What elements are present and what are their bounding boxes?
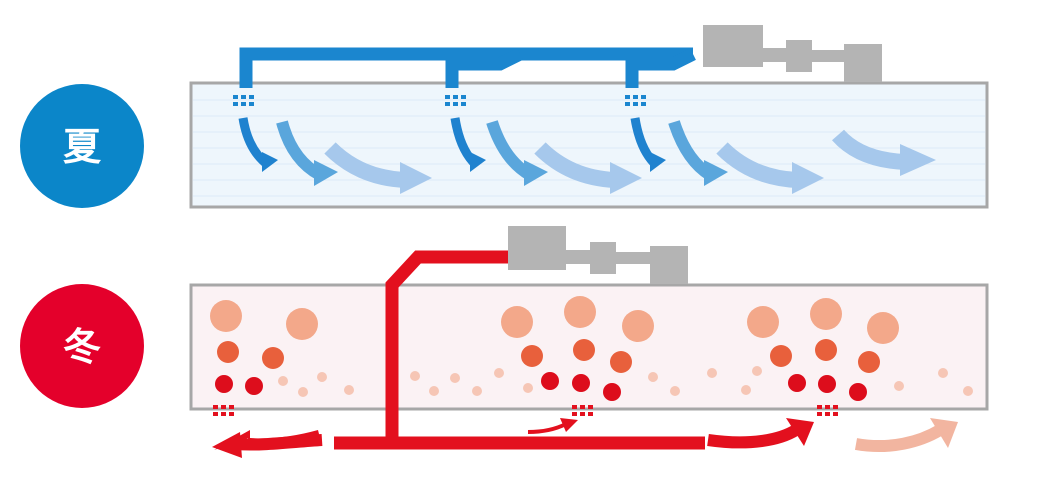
airflow-arrow-icon <box>324 142 406 188</box>
summer-airflow-arrows <box>238 117 936 194</box>
summer-label: 夏 <box>63 125 102 169</box>
summer-badge <box>20 84 144 208</box>
airflow-arrow-icon <box>716 142 798 188</box>
winter-air-handler <box>508 226 688 284</box>
winter-supply-arrows <box>212 418 958 458</box>
airflow-arrow-icon <box>534 142 616 188</box>
supply-arrow-icon <box>527 422 567 434</box>
winter-heat-particles <box>210 296 973 401</box>
airflow-arrow-icon <box>831 129 906 170</box>
winter-badge <box>20 284 144 408</box>
winter-section: 冬 <box>20 226 989 458</box>
diffuser-icon <box>233 95 254 106</box>
winter-supply-duct <box>334 250 705 450</box>
diffuser-icon <box>445 95 466 106</box>
supply-arrow-icon <box>235 434 323 451</box>
summer-air-handler <box>703 25 882 82</box>
summer-section: 夏 <box>20 25 989 209</box>
summer-room <box>189 81 989 209</box>
supply-arrow-icon <box>707 424 800 449</box>
diffuser-icon <box>625 95 646 106</box>
diffuser-icon <box>817 405 838 416</box>
winter-diffusers <box>213 405 838 416</box>
summer-diffusers <box>233 95 646 106</box>
diffuser-icon <box>213 405 234 416</box>
winter-label: 冬 <box>63 325 101 369</box>
diffuser-icon <box>572 405 593 416</box>
summer-supply-duct <box>239 47 696 88</box>
supply-arrow-icon <box>854 424 944 452</box>
